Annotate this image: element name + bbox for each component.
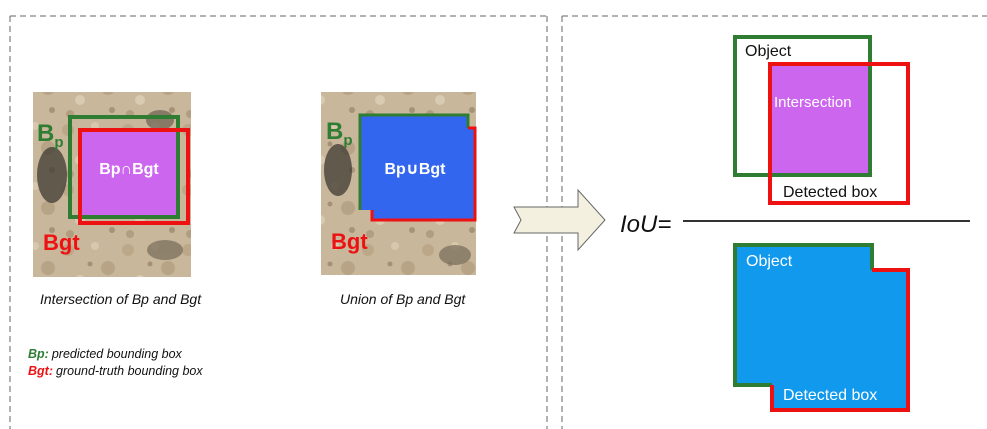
predicted-box-bp (68, 115, 180, 219)
iou-formula: IoU= Object Intersection Detected box Ob… (620, 35, 970, 412)
legend: Bp:predicted bounding box Bgt:ground-tru… (28, 347, 203, 378)
vegetation-shadows (324, 144, 471, 265)
intersection-panel: Bp∩Bgt Bp Bgt Intersection of Bp and Bgt (33, 92, 202, 307)
union-caption: Union of Bp and Bgt (340, 291, 466, 307)
object-label: Object (745, 43, 792, 60)
object-box (733, 35, 872, 177)
numerator-intersection: Object Intersection Detected box (733, 35, 910, 205)
object-label: Object (746, 253, 793, 270)
predicted-box-bp-outline (358, 113, 470, 210)
bp-label: Bp (37, 120, 64, 151)
detected-box-outline (770, 268, 910, 412)
legend-bp-entry: Bp:predicted bounding box (28, 347, 183, 361)
union-region (360, 115, 475, 220)
legend-bgt-text: ground-truth bounding box (56, 364, 203, 378)
vegetation-shadows (37, 110, 183, 260)
union-center-label: Bp∪Bgt (385, 161, 447, 178)
bp-letter: B (37, 120, 54, 147)
intersection-region (772, 66, 868, 173)
intersection-label: Intersection (774, 94, 852, 111)
ground-truth-box-bgt-outline (370, 126, 477, 222)
legend-bp-text: predicted bounding box (51, 347, 183, 361)
intersection-region (82, 132, 176, 215)
detected-box-label: Detected box (783, 184, 877, 201)
ground-truth-box-bgt (78, 128, 190, 225)
union-region (735, 245, 908, 410)
legend-bgt-entry: Bgt:ground-truth bounding box (28, 364, 203, 378)
intersection-caption: Intersection of Bp and Bgt (40, 291, 202, 307)
bgt-label: Bgt (331, 229, 368, 254)
legend-bp-key: Bp: (28, 347, 49, 361)
object-outline (733, 243, 874, 387)
iou-formula-label: IoU= (620, 211, 671, 238)
panel-dividers (9, 15, 987, 429)
denominator-union: Object Detected box (733, 243, 910, 412)
detected-box (768, 62, 910, 205)
union-panel: Bp∪Bgt Bp Bgt Union of Bp and Bgt (321, 92, 477, 307)
bgt-label: Bgt (43, 230, 80, 255)
bp-subscript: p (54, 134, 63, 151)
intersection-center-label: Bp∩Bgt (99, 161, 159, 178)
bp-subscript: p (343, 132, 352, 149)
legend-bgt-key: Bgt: (28, 364, 53, 378)
bp-label: Bp (326, 118, 353, 149)
bp-letter: B (326, 118, 343, 145)
right-arrow-icon (513, 188, 606, 252)
detected-box-label: Detected box (783, 387, 877, 404)
